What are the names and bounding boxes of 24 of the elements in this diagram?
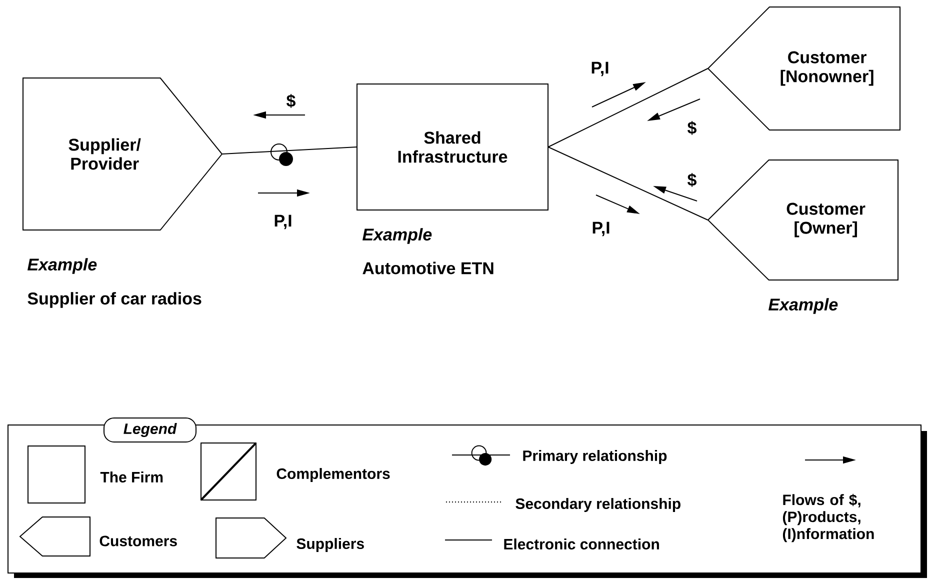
flow-label: $	[688, 121, 696, 135]
legend-tab: Legend	[104, 418, 196, 442]
legend-text: Primary relationship	[523, 450, 667, 464]
legend-text: The Firm	[100, 472, 163, 482]
legend-text: Suppliers	[296, 538, 364, 552]
example-text: Automotive ETN	[362, 262, 494, 274]
example-heading: Example	[768, 298, 838, 314]
example-heading: Example	[28, 258, 97, 274]
legend-text: Secondary relationship	[516, 498, 680, 512]
flow-label: $	[688, 173, 696, 187]
connection-line	[222, 146, 358, 154]
legend-text: Flows of $, (P)roducts, (I)nformation	[782, 494, 874, 542]
flow-label: P,I	[592, 222, 610, 236]
example-heading: Example	[362, 228, 432, 244]
connection-line	[548, 146, 708, 220]
example-text: Supplier of car radios	[28, 292, 202, 308]
flow-label: P,I	[592, 62, 608, 76]
legend-text: Electronic connection	[504, 538, 659, 550]
legend-text: Customers	[100, 536, 177, 546]
flow-label: $	[286, 94, 296, 108]
flow-label: P,I	[274, 214, 292, 230]
connection-line	[548, 68, 708, 148]
legend-text: Complementors	[276, 468, 390, 482]
firm-box: Shared Infrastructure	[356, 84, 548, 210]
